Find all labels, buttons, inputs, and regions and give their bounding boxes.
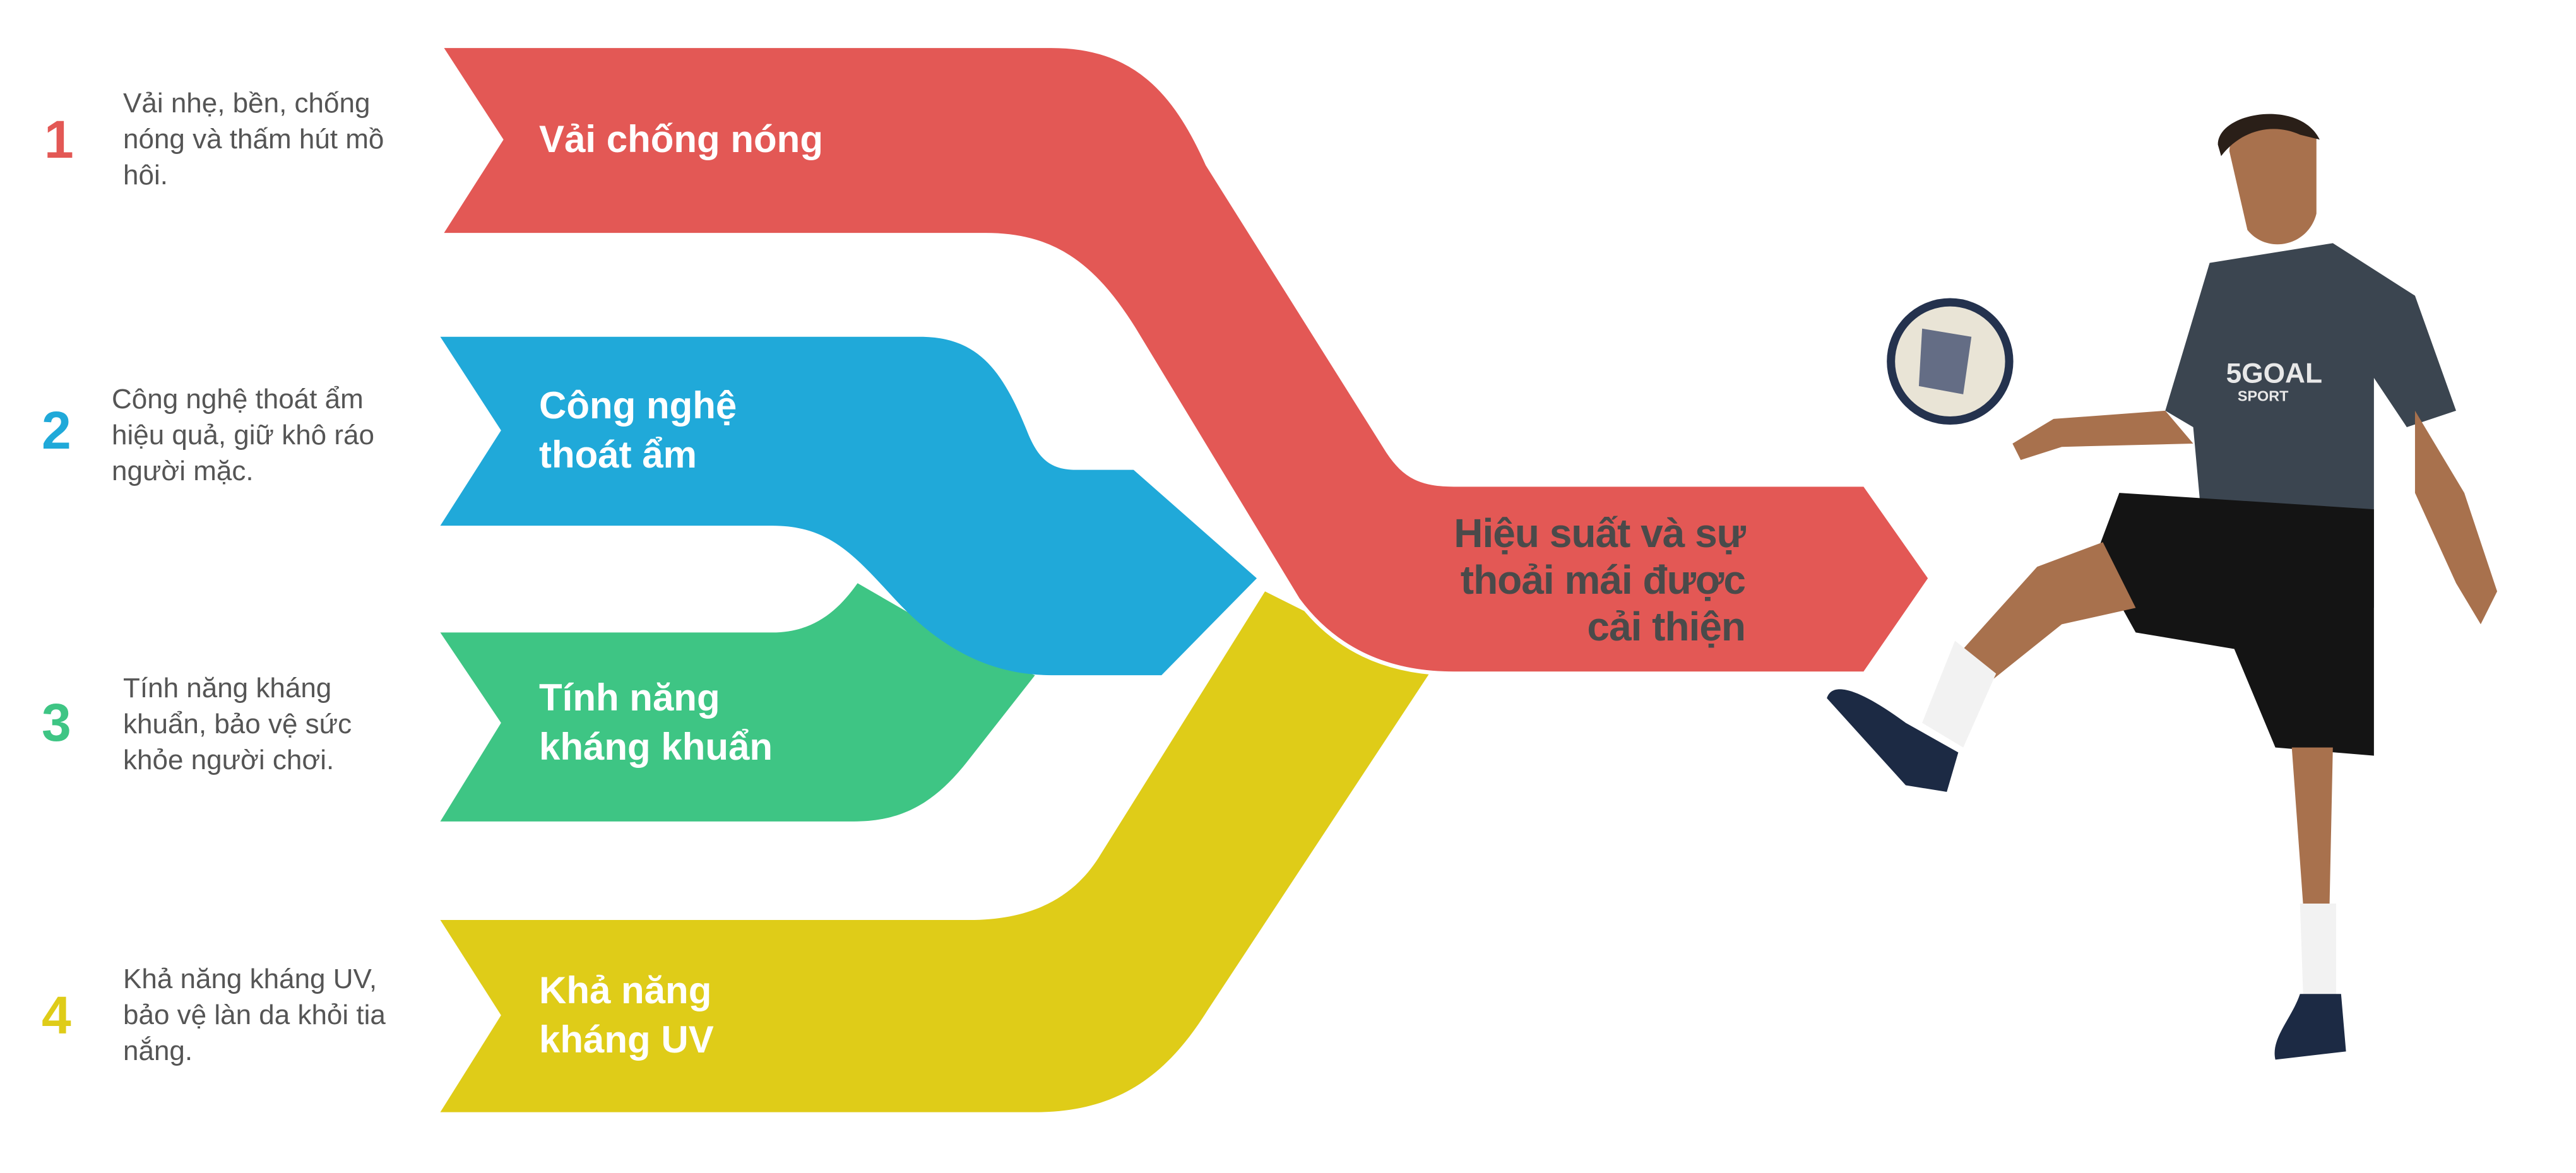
shoe-left bbox=[1827, 689, 1959, 792]
step-number-4: 4 bbox=[42, 986, 71, 1045]
band-label-line: Tính năng bbox=[539, 676, 720, 719]
shirt-logo-sub: SPORT bbox=[2238, 387, 2289, 404]
band-moisture bbox=[440, 336, 1257, 676]
result-label: Hiệu suất và sự thoải mái được cải thiện bbox=[1392, 510, 1746, 650]
band-uv bbox=[440, 591, 1430, 1112]
player-shorts bbox=[2094, 493, 2374, 756]
step-description-1: Vải nhẹ, bền, chống nóng và thấm hút mồ … bbox=[123, 88, 384, 191]
band-label-line: kháng UV bbox=[539, 1018, 714, 1061]
band-label-line: kháng khuẩn bbox=[539, 726, 773, 768]
band-label-uv: Khả năng kháng UV bbox=[539, 966, 918, 1064]
band-label-line: Khả năng bbox=[539, 969, 712, 1011]
step-description-3: Tính năng kháng khuẩn, bảo vệ sức khỏe n… bbox=[123, 673, 352, 775]
band-label-line: thoát ẩm bbox=[539, 433, 697, 476]
band-label-antibacterial: Tính năng kháng khuẩn bbox=[539, 673, 918, 772]
shirt-logo: 5GOAL bbox=[2226, 358, 2322, 389]
result-line: thoải mái được bbox=[1460, 557, 1746, 603]
sock-left bbox=[1922, 640, 1997, 748]
step-number-1: 1 bbox=[44, 110, 74, 169]
band-label-heat: Vải chống nóng bbox=[539, 118, 823, 160]
band-label-moisture: Công nghệ thoát ẩm bbox=[539, 381, 918, 480]
step-description-4: Khả năng kháng UV, bảo vệ làn da khỏi ti… bbox=[123, 964, 386, 1066]
step-number-2: 2 bbox=[42, 401, 71, 460]
band-label-line: Công nghệ bbox=[539, 384, 737, 427]
player-photo: 5GOAL SPORT bbox=[1827, 114, 2498, 1060]
result-line: Hiệu suất và sự bbox=[1454, 510, 1746, 556]
shoe-right bbox=[2274, 994, 2346, 1060]
result-line: cải thiện bbox=[1587, 604, 1746, 649]
step-number-3: 3 bbox=[42, 693, 71, 752]
sock-right bbox=[2300, 904, 2337, 999]
band-antibacterial bbox=[440, 583, 1035, 822]
step-description-2: Công nghệ thoát ẩm hiệu quả, giữ khô ráo… bbox=[112, 384, 374, 486]
band-heat bbox=[436, 44, 1933, 676]
